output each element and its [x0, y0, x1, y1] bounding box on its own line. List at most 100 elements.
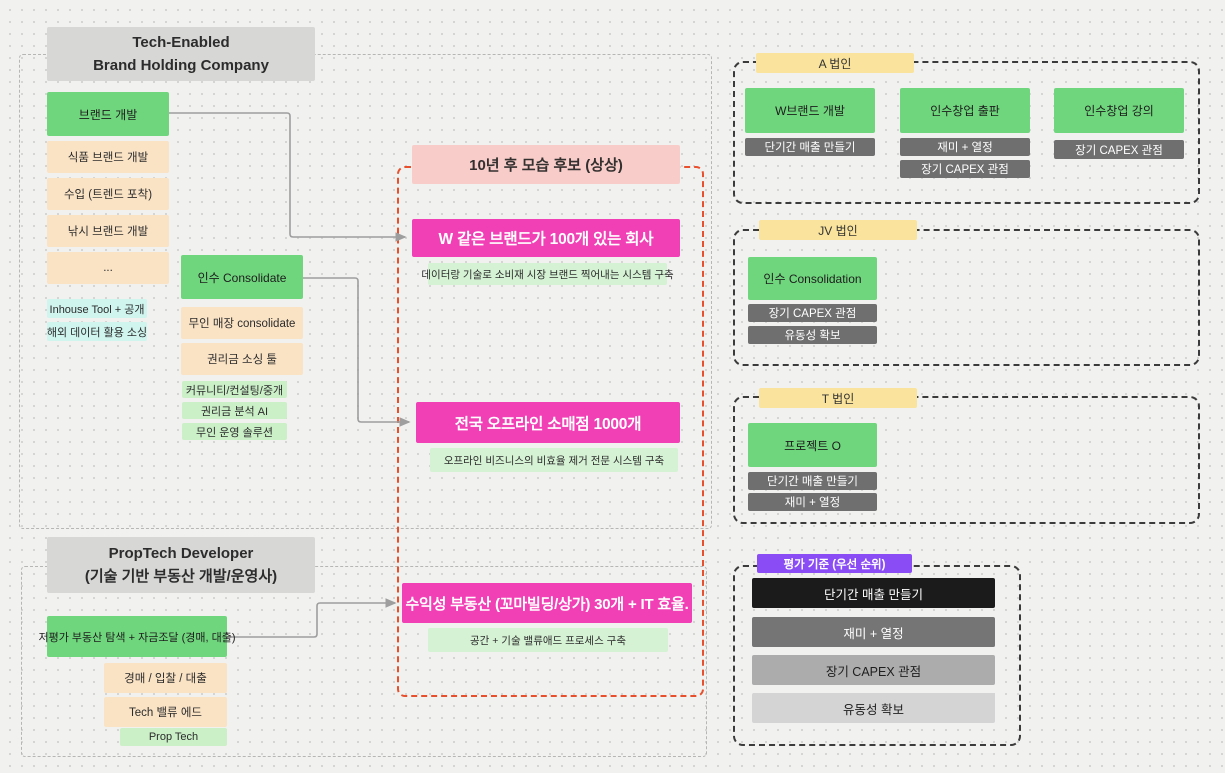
tech-enabled-title-line1: Tech-Enabled — [132, 33, 230, 51]
node-unmanned-store[interactable]: 무인 매장 consolidate — [181, 307, 303, 339]
entity-jv-header-label: JV 법인 — [818, 223, 858, 238]
node-premium-ai-label: 권리금 분석 AI — [200, 405, 269, 418]
node-tech-value-add-label: Tech 밸류 에드 — [128, 707, 202, 719]
goal-brand-company-sub-label: 데이터랑 기술로 소비재 시장 브랜드 찍어내는 시스템 구축 — [421, 268, 674, 281]
entity-t-node-project-o[interactable]: 프로젝트 O — [748, 423, 877, 467]
node-inhouse-tool-label: Inhouse Tool + 공개 — [49, 303, 145, 316]
entity-a-wbrand-tag1[interactable]: 단기간 매출 만들기 — [745, 138, 875, 156]
goal-real-estate-label: 수익성 부동산 (꼬마빌딩/상가) 30개 + IT 효율. — [405, 595, 689, 613]
node-fishing-brand-label: 낚시 브랜드 개발 — [67, 226, 149, 238]
node-premium-sourcing-label: 권리금 소싱 툴 — [207, 354, 277, 366]
entity-a-node-publishing-label: 인수창업 출판 — [930, 104, 1000, 118]
entity-a-header[interactable]: A 법인 — [756, 53, 914, 73]
node-overseas-data-label: 해외 데이터 활용 소싱 — [46, 326, 148, 339]
entity-a-publishing-tag1[interactable]: 재미 + 열정 — [900, 138, 1030, 156]
entity-t-tag2-label: 재미 + 열정 — [784, 497, 841, 509]
entity-jv-node-consolidation[interactable]: 인수 Consolidation — [748, 257, 877, 300]
goal-retail-stores[interactable]: 전국 오프라인 소매점 1000개 — [416, 402, 680, 443]
frame-entity-jv — [733, 229, 1200, 366]
proptech-title-line2: (기술 기반 부동산 개발/운영사) — [84, 568, 278, 585]
entity-jv-header[interactable]: JV 법인 — [759, 220, 917, 240]
entity-a-lecture-tag1[interactable]: 장기 CAPEX 관점 — [1054, 140, 1184, 159]
entity-a-publishing-tag2[interactable]: 장기 CAPEX 관점 — [900, 160, 1030, 178]
proptech-title-line1: PropTech Developer — [108, 544, 254, 562]
node-brand-etc[interactable]: ... — [47, 252, 169, 284]
vision-title[interactable]: 10년 후 모습 후보 (상상) — [412, 145, 680, 184]
node-unmanned-store-label: 무인 매장 consolidate — [188, 318, 296, 330]
goal-real-estate-sub-label: 공간 + 기술 밸류애드 프로세스 구축 — [470, 634, 626, 647]
entity-a-node-wbrand-label: W브랜드 개발 — [775, 104, 845, 118]
entity-t-tag1-label: 단기간 매출 만들기 — [766, 476, 859, 488]
node-community-consulting[interactable]: 커뮤니티/컨설팅/중개 — [182, 381, 287, 398]
node-import-trend-label: 수입 (트렌드 포착) — [63, 189, 153, 201]
node-import-trend[interactable]: 수입 (트렌드 포착) — [47, 178, 169, 210]
goal-retail-stores-sub-label: 오프라인 비즈니스의 비효율 제거 전문 시스템 구축 — [443, 454, 665, 467]
node-inhouse-tool[interactable]: Inhouse Tool + 공개 — [47, 299, 147, 318]
goal-retail-stores-sub[interactable]: 오프라인 비즈니스의 비효율 제거 전문 시스템 구축 — [430, 448, 678, 472]
entity-a-wbrand-tag1-label: 단기간 매출 만들기 — [764, 142, 856, 154]
entity-jv-tag1-label: 장기 CAPEX 관점 — [768, 308, 857, 320]
node-brand-etc-label: ... — [103, 262, 113, 274]
node-brand-dev-label: 브랜드 개발 — [78, 107, 138, 122]
node-premium-sourcing[interactable]: 권리금 소싱 툴 — [181, 343, 303, 375]
criteria-item-long-term-capex[interactable]: 장기 CAPEX 관점 — [752, 655, 995, 685]
entity-a-lecture-tag1-label: 장기 CAPEX 관점 — [1075, 144, 1163, 157]
entity-a-publishing-tag2-label: 장기 CAPEX 관점 — [921, 164, 1009, 176]
frame-tech-enabled-group — [19, 54, 712, 529]
criteria-item-liquidity-label: 유동성 확보 — [843, 702, 904, 717]
node-brand-dev[interactable]: 브랜드 개발 — [47, 92, 169, 136]
node-auction-bid-loan-label: 경매 / 입찰 / 대출 — [124, 673, 207, 685]
node-premium-ai[interactable]: 권리금 분석 AI — [182, 402, 287, 419]
entity-jv-node-consolidation-label: 인수 Consolidation — [763, 272, 862, 286]
tech-enabled-title[interactable]: Tech-Enabled Brand Holding Company — [47, 27, 315, 81]
node-undervalued-search[interactable]: 저평가 부동산 탐색 + 자금조달 (경매, 대출) — [38, 616, 236, 657]
frame-entity-t — [733, 396, 1200, 524]
entity-t-tag1[interactable]: 단기간 매출 만들기 — [748, 472, 877, 490]
criteria-item-fun-passion[interactable]: 재미 + 열정 — [752, 617, 995, 647]
criteria-header[interactable]: 평가 기준 (우선 순위) — [757, 554, 912, 573]
node-food-brand[interactable]: 식품 브랜드 개발 — [47, 141, 169, 173]
entity-t-header[interactable]: T 법인 — [759, 388, 917, 408]
criteria-item-short-term-sales-label: 단기간 매출 만들기 — [824, 587, 923, 602]
entity-a-node-lecture-label: 인수창업 강의 — [1084, 104, 1154, 118]
node-tech-value-add[interactable]: Tech 밸류 에드 — [104, 697, 227, 727]
node-prop-tech[interactable]: Prop Tech — [120, 728, 227, 746]
entity-jv-tag1[interactable]: 장기 CAPEX 관점 — [748, 304, 877, 322]
entity-jv-tag2-label: 유동성 확보 — [784, 330, 841, 342]
node-unmanned-solution-label: 무인 운영 솔루션 — [196, 426, 273, 439]
entity-t-tag2[interactable]: 재미 + 열정 — [748, 493, 877, 511]
node-unmanned-solution[interactable]: 무인 운영 솔루션 — [182, 423, 287, 440]
entity-t-node-project-o-label: 프로젝트 O — [784, 438, 841, 453]
node-food-brand-label: 식품 브랜드 개발 — [67, 152, 149, 164]
node-overseas-data[interactable]: 해외 데이터 활용 소싱 — [47, 322, 147, 341]
goal-brand-company-label: W 같은 브랜드가 100개 있는 회사 — [438, 231, 654, 248]
criteria-item-short-term-sales[interactable]: 단기간 매출 만들기 — [752, 578, 995, 608]
vision-title-label: 10년 후 모습 후보 (상상) — [469, 157, 623, 174]
criteria-item-long-term-capex-label: 장기 CAPEX 관점 — [825, 664, 922, 679]
goal-brand-company[interactable]: W 같은 브랜드가 100개 있는 회사 — [412, 219, 680, 257]
frame-entity-a — [733, 61, 1200, 204]
node-community-consulting-label: 커뮤니티/컨설팅/중개 — [185, 384, 284, 397]
goal-real-estate[interactable]: 수익성 부동산 (꼬마빌딩/상가) 30개 + IT 효율. — [402, 583, 692, 623]
entity-t-header-label: T 법인 — [821, 391, 855, 406]
entity-jv-tag2[interactable]: 유동성 확보 — [748, 326, 877, 344]
tech-enabled-title-line2: Brand Holding Company — [93, 57, 269, 74]
entity-a-header-label: A 법인 — [818, 56, 852, 71]
node-acq-consolidate[interactable]: 인수 Consolidate — [181, 255, 303, 299]
entity-a-node-lecture[interactable]: 인수창업 강의 — [1054, 88, 1184, 133]
criteria-item-liquidity[interactable]: 유동성 확보 — [752, 693, 995, 723]
entity-a-node-wbrand[interactable]: W브랜드 개발 — [745, 88, 875, 133]
entity-a-publishing-tag1-label: 재미 + 열정 — [937, 142, 993, 154]
node-auction-bid-loan[interactable]: 경매 / 입찰 / 대출 — [104, 663, 227, 693]
criteria-item-fun-passion-label: 재미 + 열정 — [843, 626, 904, 641]
criteria-header-label: 평가 기준 (우선 순위) — [783, 558, 886, 571]
node-fishing-brand[interactable]: 낚시 브랜드 개발 — [47, 215, 169, 247]
proptech-title[interactable]: PropTech Developer (기술 기반 부동산 개발/운영사) — [47, 537, 315, 593]
goal-retail-stores-label: 전국 오프라인 소매점 1000개 — [454, 415, 642, 433]
goal-brand-company-sub[interactable]: 데이터랑 기술로 소비재 시장 브랜드 찍어내는 시스템 구축 — [421, 263, 674, 285]
goal-real-estate-sub[interactable]: 공간 + 기술 밸류애드 프로세스 구축 — [428, 628, 668, 652]
entity-a-node-publishing[interactable]: 인수창업 출판 — [900, 88, 1030, 133]
node-prop-tech-label: Prop Tech — [148, 731, 199, 743]
node-acq-consolidate-label: 인수 Consolidate — [197, 270, 287, 285]
